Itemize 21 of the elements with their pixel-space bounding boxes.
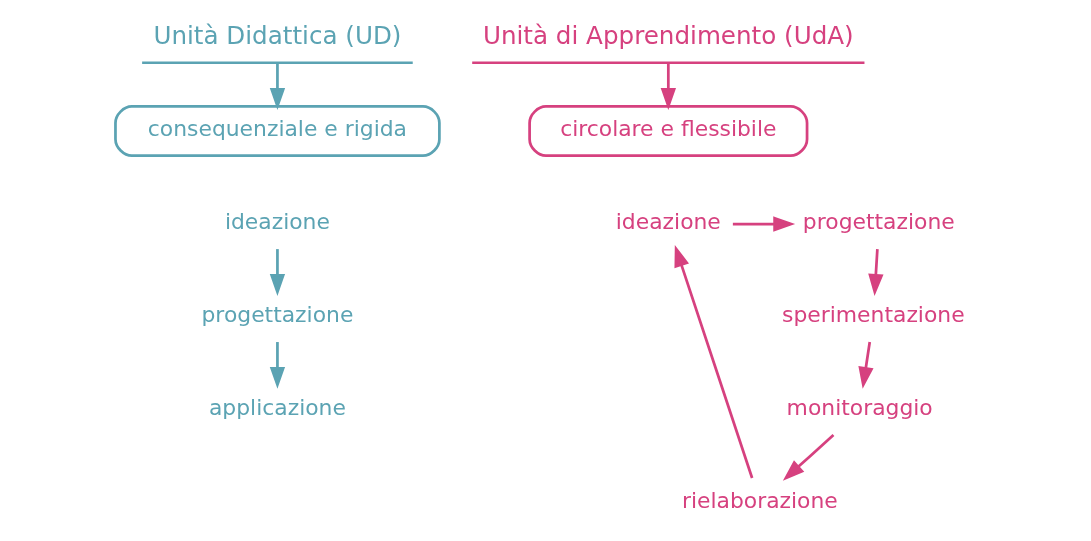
node-box: circolare e flessibile: [527, 105, 808, 158]
node-text: ideazione: [224, 209, 330, 235]
arrow: [857, 341, 873, 389]
arrow: [269, 342, 285, 389]
arrow: [673, 245, 753, 479]
node-text: Unità di Apprendimento (UdA): [482, 21, 854, 51]
node-text: sperimentazione: [781, 302, 965, 328]
node-box: consequenziale e rigida: [113, 105, 441, 158]
node-text: progettazione: [201, 302, 353, 328]
node-text: rielaborazione: [681, 488, 838, 514]
arrow: [660, 63, 676, 110]
node-text: ideazione: [615, 209, 721, 235]
node-text: Unità Didattica (UD): [152, 21, 401, 51]
node-text: progettazione: [802, 209, 955, 235]
arrow: [782, 433, 834, 481]
arrow: [269, 63, 285, 110]
arrow: [867, 249, 883, 296]
node-text: monitoraggio: [786, 395, 933, 421]
arrow: [732, 216, 795, 232]
node-text: applicazione: [208, 395, 346, 421]
arrow: [269, 249, 285, 296]
